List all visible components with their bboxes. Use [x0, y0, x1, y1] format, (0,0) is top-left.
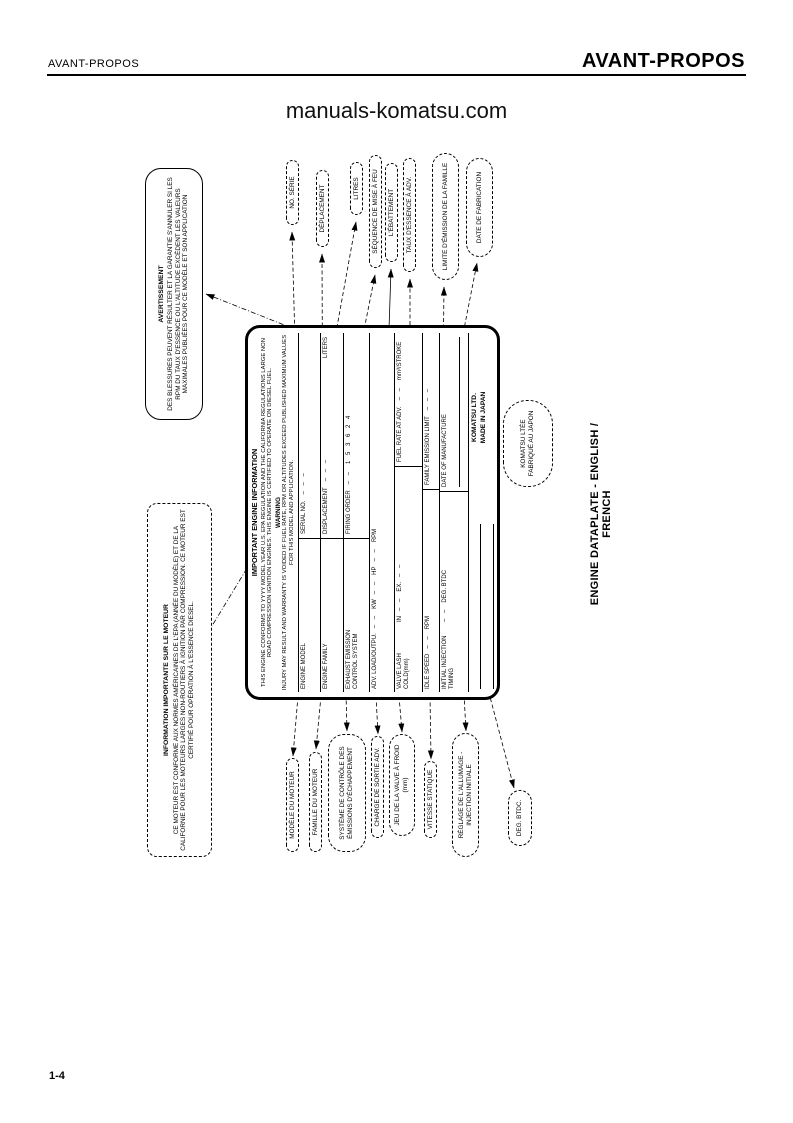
displacement-label: DISPLACEMENT [323, 487, 329, 534]
rotated-canvas: AVERTISSEMENT DES BLESSURES PEUVENT RÉSU… [140, 148, 620, 860]
row-maker: KOMATSU LTD. MADE IN JAPAN [468, 333, 496, 692]
callout-modele-moteur: MODÈLE DU MOTEUR [286, 758, 299, 852]
plate-warning-title: WARNING [275, 497, 283, 528]
callout-limite-emission: LIMITE D'ÉMISSION DE LA FAMILLE [432, 153, 459, 280]
hp-unit: HP [372, 566, 378, 575]
figure-caption: ENGINE DATAPLATE - ENGLISH / FRENCH [589, 422, 613, 606]
displacement-value: – – – [323, 457, 329, 482]
row-adv-load: ADV. LOAD/OUTPU. – – KW – – HP – – RPM [369, 333, 394, 692]
plate-table: ENGINE MODEL SERIAL NO. – – – ENGINE FAM… [298, 333, 496, 692]
in-label: IN [397, 616, 403, 622]
engine-family-label: ENGINE FAMILY [323, 643, 329, 689]
avertissement-body: DES BLESSURES PEUVENT RÉSULTER ET LA GAR… [167, 177, 190, 411]
callout-charge-sortie: CHARGE DE SORTIE ADV. [371, 736, 384, 838]
callout-famille-moteur: FAMILLE DU MOTEUR [309, 752, 322, 852]
callout-deg-btdc: DEG. BTDC. [508, 790, 532, 846]
maker-name: KOMATSU LTD. [471, 393, 478, 442]
row-engine-model: ENGINE MODEL SERIAL NO. – – – [298, 333, 320, 692]
watermark: manuals-komatsu.com [285, 98, 508, 123]
adv-load-label: ADV. LOAD/OUTPU. [372, 633, 378, 689]
valve-lash-label: VALVE LASH COLD(mm) [397, 653, 410, 689]
mm3-stroke-unit: mm³/STROKE [397, 341, 403, 381]
plate-intro: THIS ENGINE CONFORMS TO YYYY MODEL YEAR … [260, 337, 274, 688]
callout-jeu-valve: JEU DE LA VALVE À FROID (mm) [389, 734, 415, 836]
serial-no-label: SERIAL NO. [301, 500, 307, 534]
value-blank-line [474, 524, 481, 689]
firing-order-dash: – – [346, 469, 352, 485]
family-emission-label: FAMILY EMISSION LIMIT [425, 416, 431, 485]
engine-model-label: ENGINE MODEL [301, 642, 307, 689]
firing-order-label: FIRING ORDER [346, 490, 352, 534]
page-number: 1-4 [49, 1070, 65, 1082]
callout-komatsu-ltee: KOMATSU LTÉE FABRIQUÉ AU JAPON [503, 400, 553, 487]
callout-litres: LITRES [350, 162, 363, 215]
avertissement-title: AVERTISSEMENT [157, 265, 165, 323]
engine-plate: IMPORTANT ENGINE INFORMATION THIS ENGINE… [245, 325, 500, 700]
row-idle-speed: IDLE SPEED – – RPM FAMILY EMISSION LIMIT… [422, 333, 439, 692]
serial-no-value: – – – [301, 471, 307, 495]
row-initial-injection: INITIAL INJECTION TIMING – – DEG. BTDC D… [439, 333, 468, 692]
information-importante-title: INFORMATION IMPORTANTE SUR LE MOTEUR [163, 604, 171, 756]
information-importante-body: CE MOTEUR EST CONFORME AUX NORMES AMÉRIC… [172, 509, 195, 851]
exhaust-emission-label: EXHAUST EMISSION CONTROL SYSTEM [346, 629, 359, 689]
plate-title: IMPORTANT ENGINE INFORMATION [250, 448, 259, 577]
callout-systeme-controle: SYSTÈME DE CONTRÔLE DES ÉMISSIONS D'ÉCHA… [328, 734, 366, 852]
liters-label: LITERS [323, 337, 329, 359]
callout-reglage-allumage: RÉGLAGE DE L'ALLUMAGE - INJECTION INITIA… [452, 733, 479, 857]
callout-deplacement: DÉPLACEMENT [316, 170, 329, 247]
value-blank-line [487, 524, 494, 689]
callout-taux-essence: TAUX D'ESSENCE À ADV. [403, 158, 416, 272]
avertissement-bubble: AVERTISSEMENT DES BLESSURES PEUVENT RÉSU… [145, 168, 203, 420]
maker-origin: MADE IN JAPAN [479, 391, 487, 444]
kw-unit: KW [372, 599, 378, 609]
komatsu-line1: KOMATSU LTÉE [520, 419, 528, 468]
row-engine-family: ENGINE FAMILY DISPLACEMENT – – – LITERS [320, 333, 343, 692]
idle-speed-label: IDLE SPEED [425, 653, 431, 689]
row-valve-lash: VALVE LASH COLD(mm) IN – – EX. – – FUEL … [394, 333, 422, 692]
value-blank-line [451, 337, 460, 487]
initial-injection-label: INITIAL INJECTION TIMING [442, 635, 455, 689]
header-left: AVANT-PROPOS [48, 58, 140, 70]
callout-no-serie: NO. SÉRIE [286, 160, 299, 225]
date-of-manufacture-label: DATE OF MANUFACTURE [442, 414, 448, 487]
row-exhaust-emission: EXHAUST EMISSION CONTROL SYSTEM FIRING O… [343, 333, 369, 692]
rpm-unit: RPM [372, 528, 378, 543]
ex-label: EX. [397, 581, 403, 592]
komatsu-line2: FABRIQUÉ AU JAPON [528, 410, 535, 477]
deg-btdc-unit: DEG. BTDC [442, 569, 448, 603]
callout-vitesse-statique: VITESSE STATIQUE [424, 761, 437, 838]
header-right: AVANT-PROPOS [581, 50, 745, 72]
information-importante-bubble: INFORMATION IMPORTANTE SUR LE MOTEUR CE … [147, 503, 212, 857]
callout-sequence-mise-a-feu: SÉQUENCE DE MISE À FEU [369, 155, 382, 268]
plate-warning-body: INJURY MAY RESULT AND WARRANTY IS VOIDED… [282, 334, 296, 691]
rpm2-unit: RPM [425, 615, 431, 630]
firing-order-value: 1 5 3 6 2 4 [346, 413, 352, 464]
callout-ebattement: L'ÉBATTEMENT [385, 163, 398, 262]
fuel-rate-label: FUEL RATE AT ADV. [397, 406, 403, 462]
callout-date-fabrication: DATE DE FABRICATION [466, 158, 493, 257]
engine-dataplate-diagram: AVERTISSEMENT DES BLESSURES PEUVENT RÉSU… [140, 148, 620, 860]
header-rule [47, 74, 746, 76]
